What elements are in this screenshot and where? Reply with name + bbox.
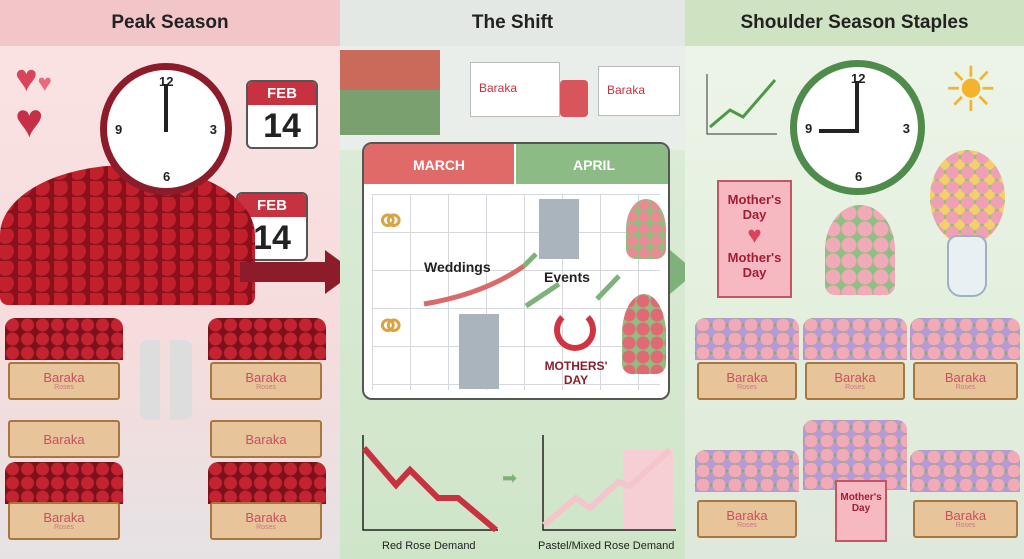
red-roses — [208, 318, 326, 360]
truck-icon: Baraka — [470, 62, 560, 117]
pastel-roses — [695, 450, 799, 492]
chart-caption: Red Rose Demand — [382, 540, 476, 552]
pastel-roses — [695, 318, 799, 360]
clock-icon: 12 3 6 9 — [790, 60, 925, 195]
vase-flowers-icon — [930, 150, 1005, 245]
pastel-roses — [803, 420, 907, 490]
calendar-grid — [372, 194, 660, 390]
rising-chart-icon — [706, 74, 777, 135]
hearts-icon: ♥♥♥ — [15, 58, 52, 148]
arrow-right-icon — [670, 250, 685, 294]
red-rose-demand-chart — [361, 435, 498, 533]
red-roses — [5, 462, 123, 504]
rings-icon: ⚭ — [374, 305, 408, 349]
brand-logo — [554, 309, 596, 351]
arrow-right-icon: ➡ — [502, 468, 518, 488]
month-april: APRIL — [516, 144, 668, 184]
shift-panel: The Shift Baraka Baraka MARCH APRIL ⚭ ⚭ … — [340, 0, 685, 559]
arrow-shaft — [240, 262, 330, 282]
calendar-march-april: MARCH APRIL ⚭ ⚭ Weddings Events MOTHERS'… — [362, 142, 670, 400]
truck-icon: Baraka — [598, 66, 680, 116]
pastel-rose-demand-chart — [542, 435, 676, 531]
vase-icon — [947, 235, 987, 297]
pastel-roses — [910, 450, 1020, 492]
mothers-day-card: Mother's Day♥Mother's Day — [717, 180, 792, 298]
bouquet-icon — [825, 205, 895, 295]
mothers-day-label: MOTHERS' DAY — [544, 359, 608, 387]
shoulder-season-panel: Shoulder Season Staples 12 3 6 9 ☀ Mothe… — [685, 0, 1024, 559]
rings-icon: ⚭ — [374, 200, 408, 244]
warehouse-containers — [340, 50, 440, 135]
bouquet-icon — [622, 294, 666, 374]
flow-arrows — [423, 252, 621, 309]
red-roses — [5, 318, 123, 360]
pastel-roses — [910, 318, 1020, 360]
building-icon — [539, 199, 579, 259]
panel-title: Peak Season — [0, 0, 340, 46]
rose-pile — [0, 165, 255, 305]
crate: Baraka — [210, 420, 322, 458]
truck-cab — [560, 80, 588, 117]
red-roses — [208, 462, 326, 504]
microphones-icon — [140, 340, 192, 420]
clock-icon: 12 3 6 9 — [100, 63, 232, 195]
bouquet-icon — [626, 199, 666, 259]
crate: Baraka — [8, 420, 120, 458]
arrow-right-icon — [325, 250, 340, 294]
chart-caption: Pastel/Mixed Rose Demand — [538, 540, 675, 552]
weddings-label: Weddings — [424, 259, 491, 275]
panel-title: Shoulder Season Staples — [685, 0, 1024, 46]
mothers-day-card: Mother's Day — [835, 480, 887, 542]
pastel-roses — [803, 318, 907, 360]
building-icon — [459, 314, 499, 389]
panel-title: The Shift — [340, 0, 685, 46]
events-label: Events — [544, 269, 590, 285]
month-march: MARCH — [364, 144, 514, 184]
sun-icon: ☀ — [943, 56, 999, 125]
